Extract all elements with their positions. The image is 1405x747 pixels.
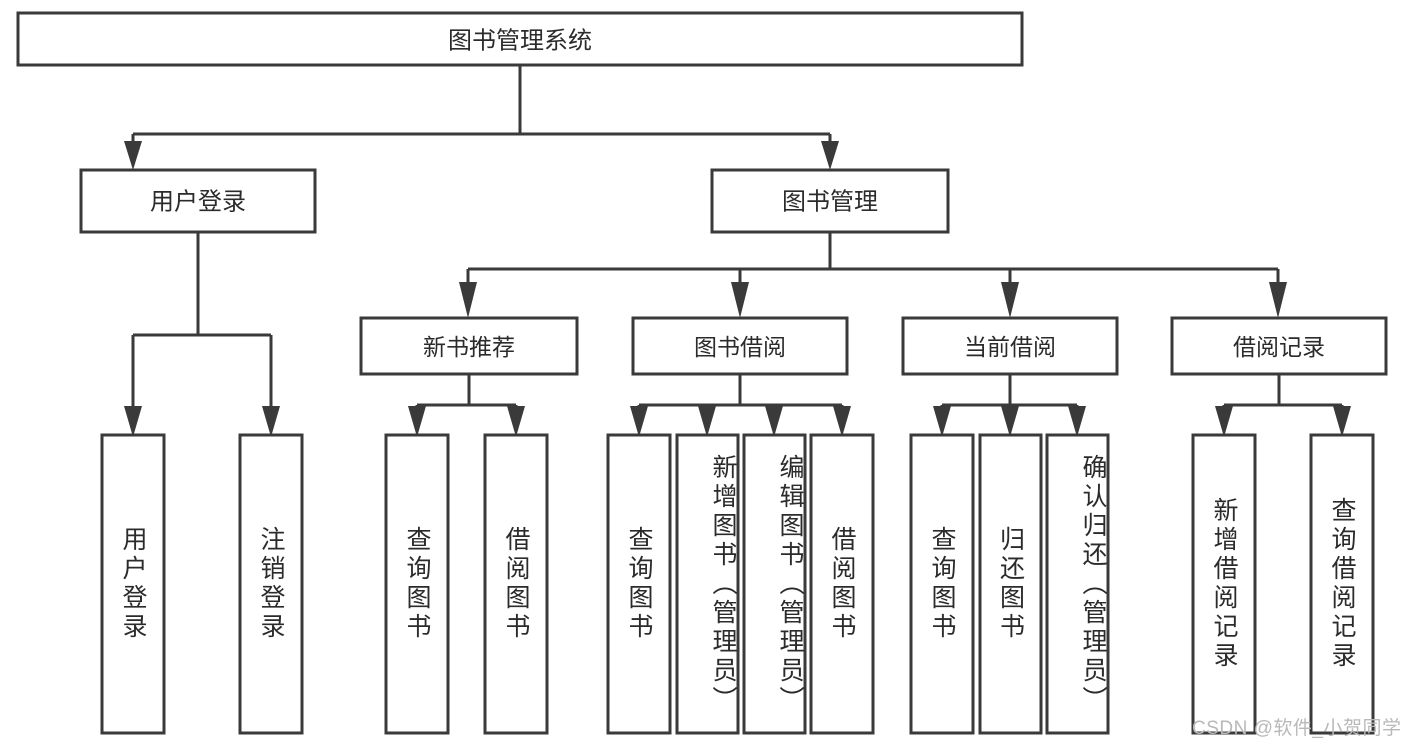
arrow-currentborrow-leaf-1: [933, 406, 951, 437]
arrow-bookmgmt-child-4: [1269, 282, 1287, 318]
node-root[interactable]: 图书管理系统: [16, 11, 1024, 67]
arrow-newbook-leaf-2: [507, 406, 525, 437]
node-current-borrow-box: [901, 316, 1119, 376]
node-new-book-recommend-label: 新书推荐: [423, 334, 515, 360]
node-user-login-label: 用户登录: [150, 189, 246, 216]
leaf-box-current-borrow-3[interactable]: [1045, 433, 1110, 735]
node-book-borrow[interactable]: 图书借阅: [631, 316, 849, 376]
leaf-box-new-book-1[interactable]: [384, 433, 450, 735]
node-current-borrow[interactable]: 当前借阅: [901, 316, 1119, 376]
node-user-login[interactable]: 用户登录: [79, 168, 317, 234]
leaf-box-user-login-1[interactable]: [100, 433, 166, 735]
leaf-box-current-borrow-2[interactable]: [978, 433, 1043, 735]
node-borrow-record[interactable]: 借阅记录: [1170, 316, 1388, 376]
watermark-text: CSDN @软件_小贺同学: [1192, 718, 1402, 739]
arrow-newbook-leaf-1: [408, 406, 426, 437]
node-new-book-recommend[interactable]: 新书推荐: [359, 316, 579, 376]
node-current-borrow-label: 当前借阅: [964, 334, 1056, 360]
arrow-bookmgmt-child-3: [1001, 282, 1019, 318]
arrow-bookmgmt-child-2: [731, 282, 749, 318]
node-root-box: [16, 11, 1024, 67]
node-book-management-label: 图书管理: [782, 189, 878, 216]
node-book-management[interactable]: 图书管理: [710, 168, 950, 234]
leaf-box-book-borrow-1[interactable]: [606, 433, 672, 735]
node-borrow-record-label: 借阅记录: [1233, 334, 1325, 360]
leaf-box-book-borrow-4[interactable]: [809, 433, 875, 735]
node-book-borrow-box: [631, 316, 849, 376]
arrow-userlogin-leaf-1: [124, 406, 142, 437]
arrow-root-to-bookmgmt: [821, 141, 839, 170]
node-borrow-record-box: [1170, 316, 1388, 376]
leaf-box-book-borrow-3[interactable]: [742, 433, 807, 735]
leaf-box-user-login-2[interactable]: [238, 433, 304, 735]
arrow-bookborrow-leaf-2: [698, 406, 716, 437]
arrow-userlogin-leaf-2: [262, 406, 280, 437]
leaf-box-new-book-2[interactable]: [483, 433, 549, 735]
arrow-bookmgmt-child-1: [459, 282, 477, 318]
arrow-bookborrow-leaf-4: [833, 406, 851, 437]
arrow-root-to-userlogin: [124, 141, 142, 170]
arrow-bookborrow-leaf-1: [630, 406, 648, 437]
node-new-book-recommend-box: [359, 316, 579, 376]
arrow-borrowrecord-leaf-2: [1333, 406, 1351, 437]
arrow-borrowrecord-leaf-1: [1215, 406, 1233, 437]
leaf-box-borrow-record-2[interactable]: [1309, 433, 1375, 735]
leaf-box-book-borrow-2[interactable]: [675, 433, 740, 735]
node-root-label: 图书管理系统: [448, 28, 592, 55]
arrow-bookborrow-leaf-3: [765, 406, 783, 437]
node-book-management-box: [710, 168, 950, 234]
arrow-currentborrow-leaf-3: [1068, 406, 1086, 437]
leaf-box-borrow-record-1[interactable]: [1191, 433, 1257, 735]
leaf-box-current-borrow-1[interactable]: [909, 433, 975, 735]
arrow-currentborrow-leaf-2: [1001, 406, 1019, 437]
node-book-borrow-label: 图书借阅: [694, 334, 786, 360]
